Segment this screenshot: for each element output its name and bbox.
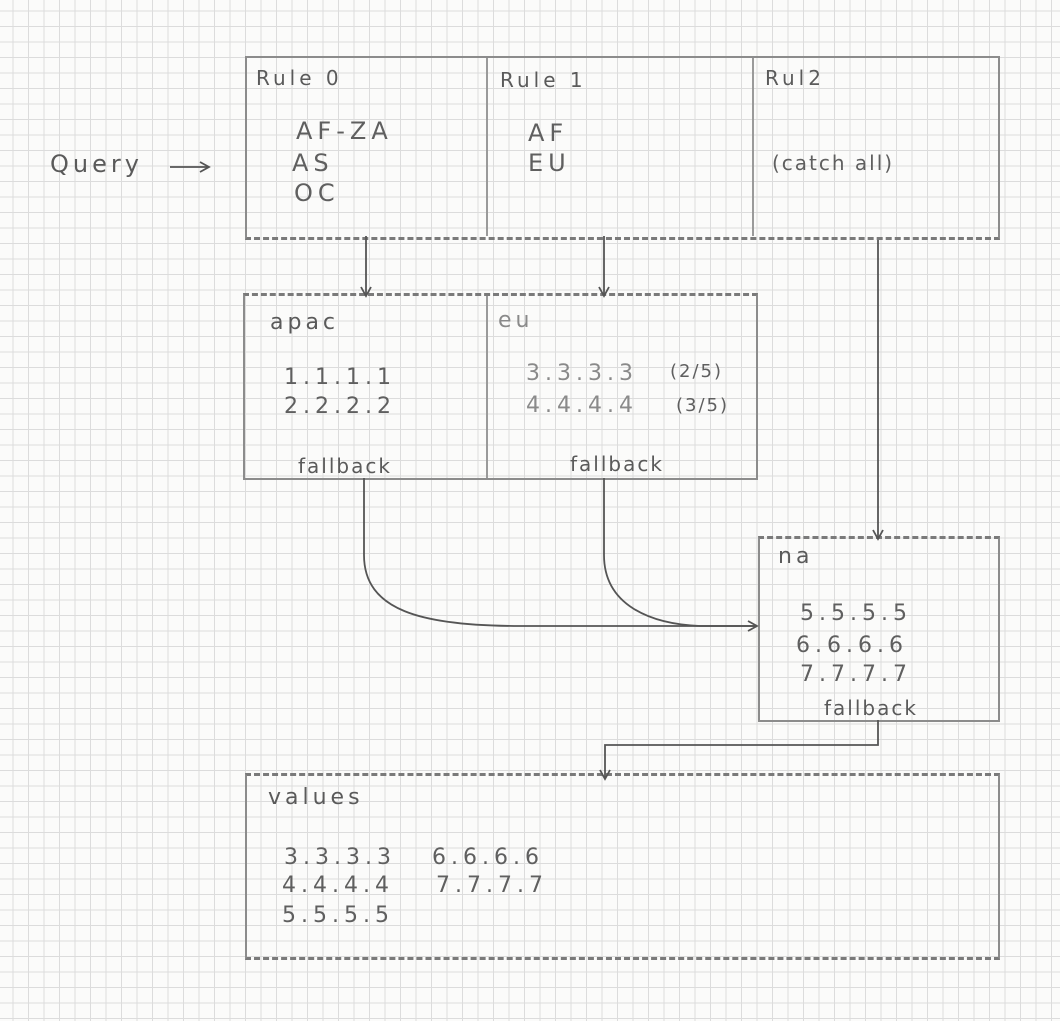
apac-eu-box bbox=[243, 293, 758, 480]
na-value: 7.7.7.7 bbox=[800, 662, 912, 687]
rule-0-line: OC bbox=[294, 179, 340, 207]
rule-1-line: EU bbox=[528, 149, 571, 177]
rule-0-line: AS bbox=[292, 149, 334, 177]
na-value: 5.5.5.5 bbox=[800, 601, 912, 626]
values-col1-item: 5.5.5.5 bbox=[282, 903, 394, 928]
rule-1-line: AF bbox=[528, 119, 569, 147]
eu-weight: (2/5) bbox=[670, 361, 724, 382]
values-col2-item: 6.6.6.6 bbox=[432, 845, 544, 870]
rules-divider-2 bbox=[752, 58, 754, 236]
apac-value: 2.2.2.2 bbox=[284, 394, 396, 419]
rules-divider-1 bbox=[486, 58, 488, 236]
na-title: na bbox=[778, 544, 814, 569]
na-fallback-arrow bbox=[599, 720, 879, 781]
eu-weight: (3/5) bbox=[676, 395, 730, 416]
values-col2-item: 7.7.7.7 bbox=[436, 873, 548, 898]
rule-2-title: Rul2 bbox=[765, 66, 825, 90]
rule-0-title: Rule 0 bbox=[256, 66, 343, 90]
apac-title: apac bbox=[270, 310, 340, 335]
apac-value: 1.1.1.1 bbox=[284, 365, 396, 390]
na-value: 6.6.6.6 bbox=[796, 633, 908, 658]
apac-fallback-arrow bbox=[363, 478, 759, 632]
apac-eu-divider bbox=[486, 296, 488, 478]
values-title: values bbox=[268, 785, 364, 810]
query-label: Query bbox=[50, 150, 143, 178]
eu-value: 3.3.3.3 bbox=[526, 361, 638, 386]
na-fallback: fallback bbox=[824, 696, 918, 720]
rule-2-line: (catch all) bbox=[772, 151, 895, 175]
eu-value: 4.4.4.4 bbox=[526, 393, 638, 418]
values-col1-item: 3.3.3.3 bbox=[284, 845, 396, 870]
eu-fallback-arrow bbox=[603, 478, 756, 627]
apac-fallback: fallback bbox=[298, 454, 392, 478]
values-box bbox=[245, 773, 1000, 960]
eu-title: eu bbox=[498, 308, 534, 333]
rule-1-title: Rule 1 bbox=[500, 68, 587, 92]
rule-0-line: AF-ZA bbox=[296, 117, 393, 145]
rules-box bbox=[245, 56, 1000, 240]
eu-fallback: fallback bbox=[570, 452, 664, 476]
values-col1-item: 4.4.4.4 bbox=[282, 873, 394, 898]
